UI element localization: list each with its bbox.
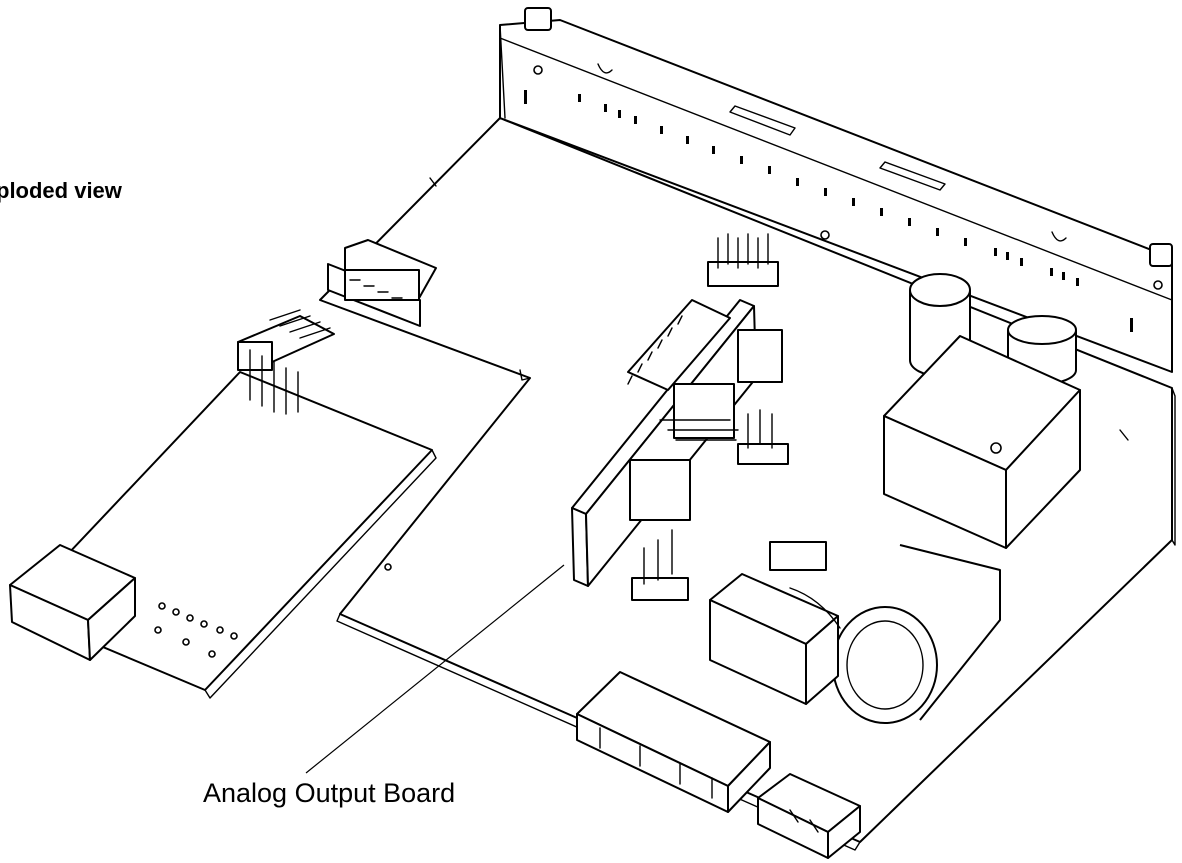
view-heading: ploded view — [0, 178, 122, 203]
terminal-block-power — [757, 773, 861, 859]
vertical-daughter-board — [571, 299, 783, 587]
pin-header-top — [707, 233, 779, 287]
transformer — [883, 335, 1081, 549]
terminal-block-small — [9, 544, 136, 661]
female-header-connector — [327, 239, 437, 327]
pin-header-bottom — [631, 529, 689, 601]
relay — [709, 541, 841, 705]
led-row — [524, 90, 1133, 332]
front-panel — [499, 7, 1173, 373]
analog-output-board-label: Analog Output Board — [203, 778, 456, 808]
capacitor-large — [832, 544, 1001, 724]
pin-header-middle — [737, 409, 789, 465]
callout-leader-line — [305, 564, 565, 774]
terminal-block-large — [576, 671, 771, 813]
analog-output-board — [9, 309, 437, 699]
pin-header — [237, 309, 335, 415]
